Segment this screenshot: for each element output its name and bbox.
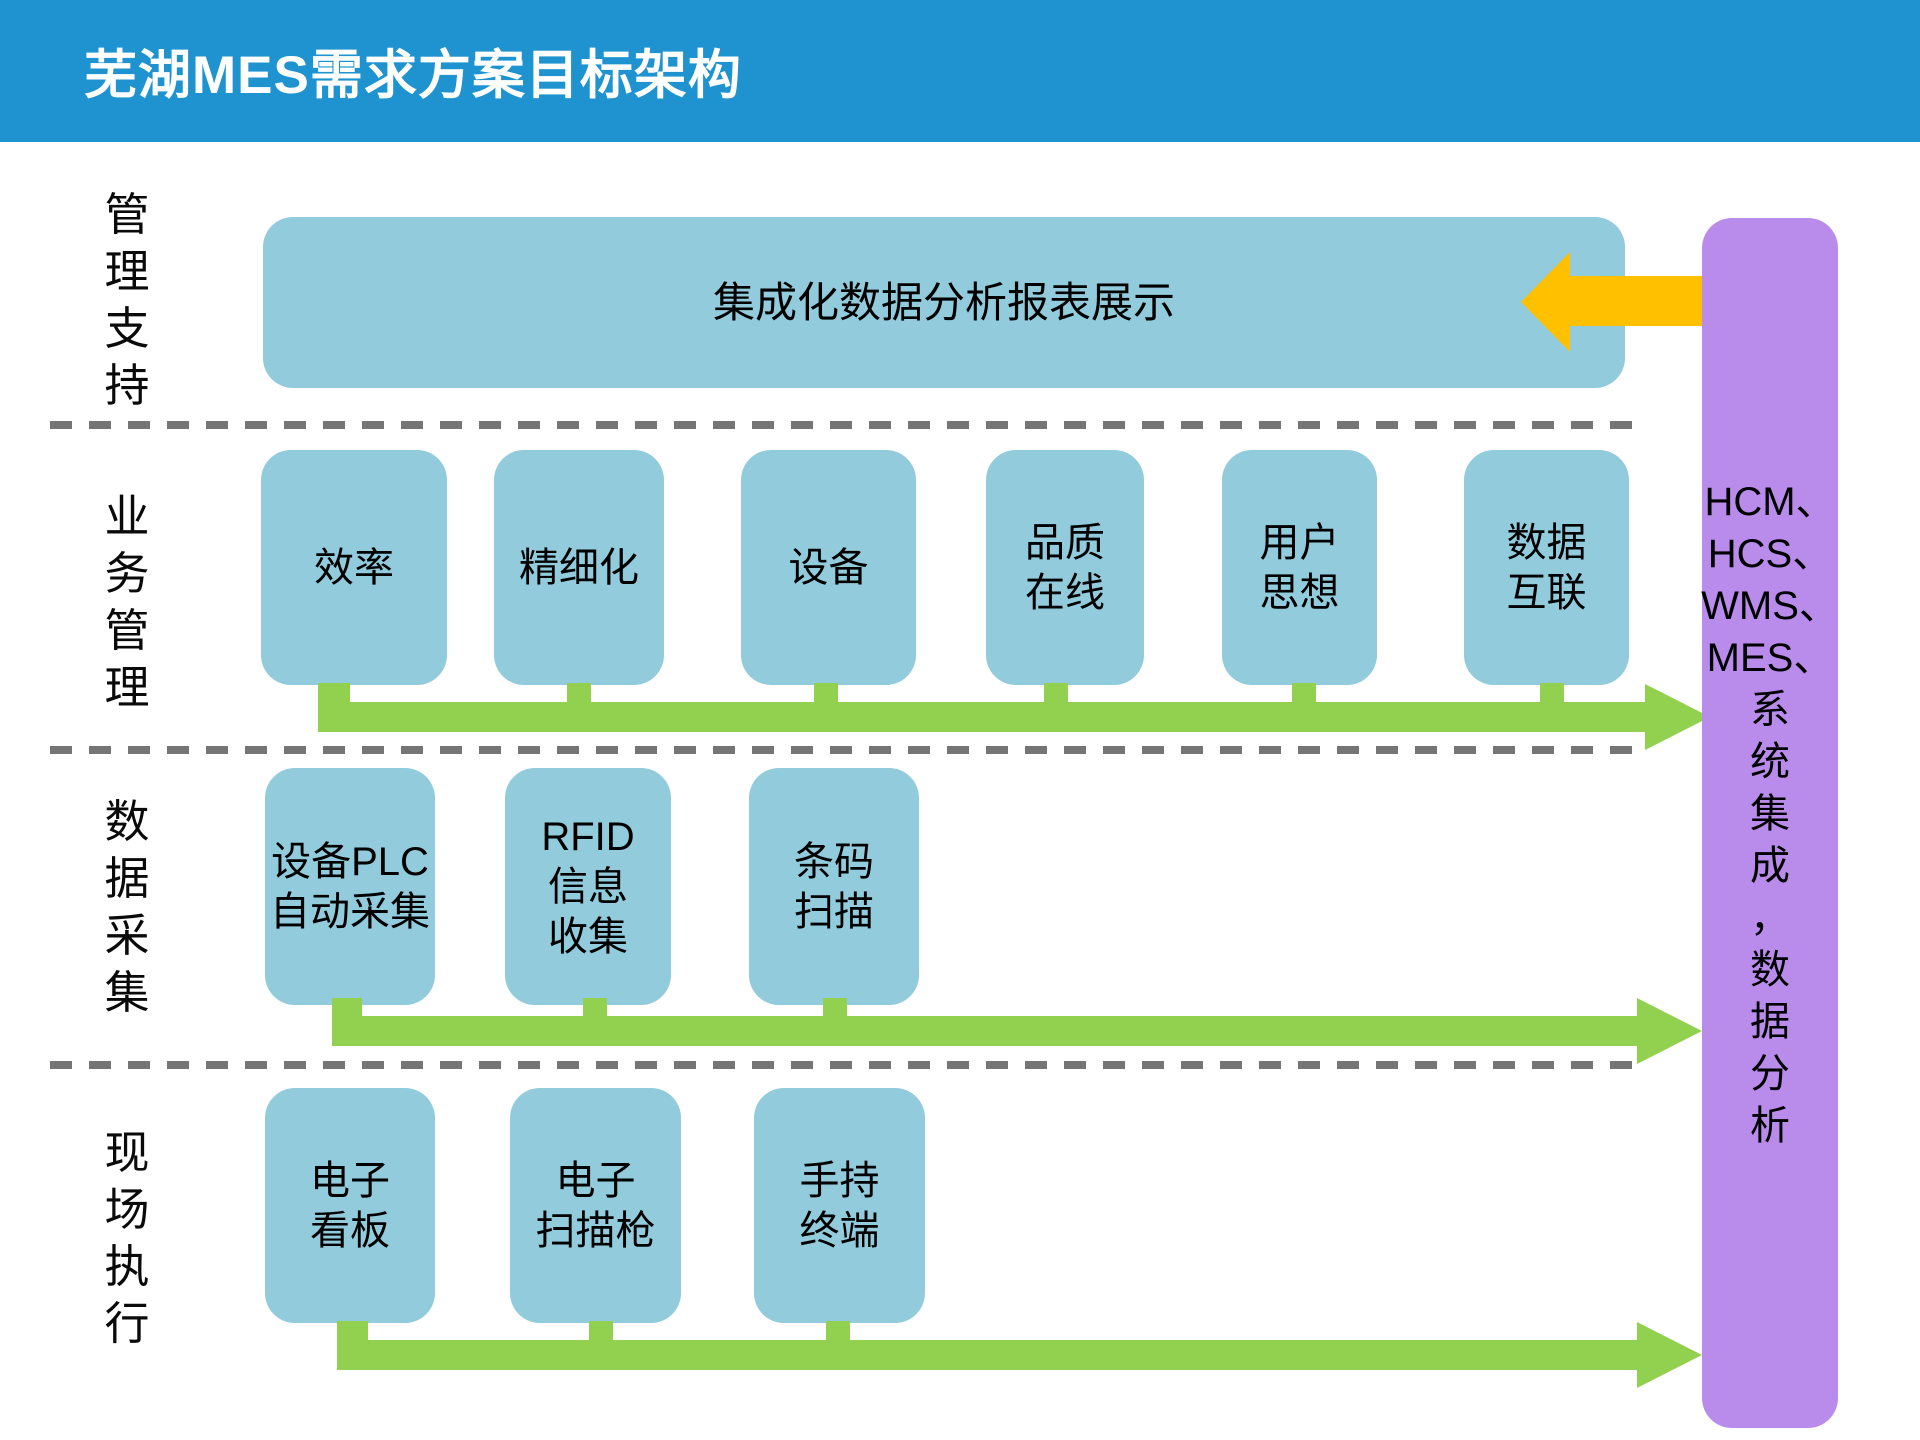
box-rfid-collection: RFID 信息 收集: [505, 768, 671, 1005]
header-bar: 芜湖MES需求方案目标架构: [0, 0, 1920, 142]
connector-stub: [318, 683, 350, 703]
row-label-management-support: 管理支持: [104, 189, 150, 411]
box-plc-collection: 设备PLC 自动采集: [265, 768, 435, 1005]
connector-stub: [567, 683, 591, 703]
page-title: 芜湖MES需求方案目标架构: [84, 46, 742, 105]
connector-stub: [1540, 683, 1564, 703]
dashed-separator-1: [50, 421, 1642, 429]
connector-stub: [589, 1321, 613, 1342]
box-efficiency: 效率: [261, 450, 447, 685]
row-label-business-management: 业务管理: [104, 491, 150, 713]
connector-stub: [814, 683, 838, 703]
connector-stub: [583, 998, 607, 1018]
green-right-arrow-site: [337, 1322, 1702, 1388]
connector-stub: [337, 1321, 368, 1342]
connector-stub: [1292, 683, 1316, 703]
dashed-separator-2: [50, 746, 1642, 754]
box-integrated-report: 集成化数据分析报表展示: [263, 217, 1625, 388]
box-e-scanner-gun: 电子 扫描枪: [510, 1088, 681, 1323]
box-data-interconnect: 数据 互联: [1464, 450, 1629, 685]
box-barcode-scan: 条码 扫描: [749, 768, 919, 1005]
connector-stub: [1044, 683, 1068, 703]
connector-stub: [826, 1321, 850, 1342]
box-quality-online: 品质 在线: [986, 450, 1144, 685]
row-label-site-execution: 现场执行: [104, 1127, 150, 1349]
connector-stub: [823, 998, 847, 1018]
box-user-thinking: 用户 思想: [1222, 450, 1377, 685]
box-e-kanban: 电子 看板: [265, 1088, 435, 1323]
green-right-arrow-business: [318, 684, 1710, 750]
box-equipment: 设备: [741, 450, 916, 685]
dashed-separator-3: [50, 1061, 1642, 1069]
side-panel-text: HCM、 HCS、 WMS、 MES、 系 统 集 成 ， 数 据 分 析: [1701, 480, 1839, 1148]
box-refinement: 精细化: [494, 450, 664, 685]
side-panel-system-integration: HCM、 HCS、 WMS、 MES、 系 统 集 成 ， 数 据 分 析: [1701, 218, 1839, 1428]
box-handheld-terminal: 手持 终端: [754, 1088, 925, 1323]
row-label-data-collection: 数据采集: [104, 796, 150, 1018]
green-right-arrow-data: [332, 998, 1702, 1064]
connector-stub: [332, 998, 362, 1018]
